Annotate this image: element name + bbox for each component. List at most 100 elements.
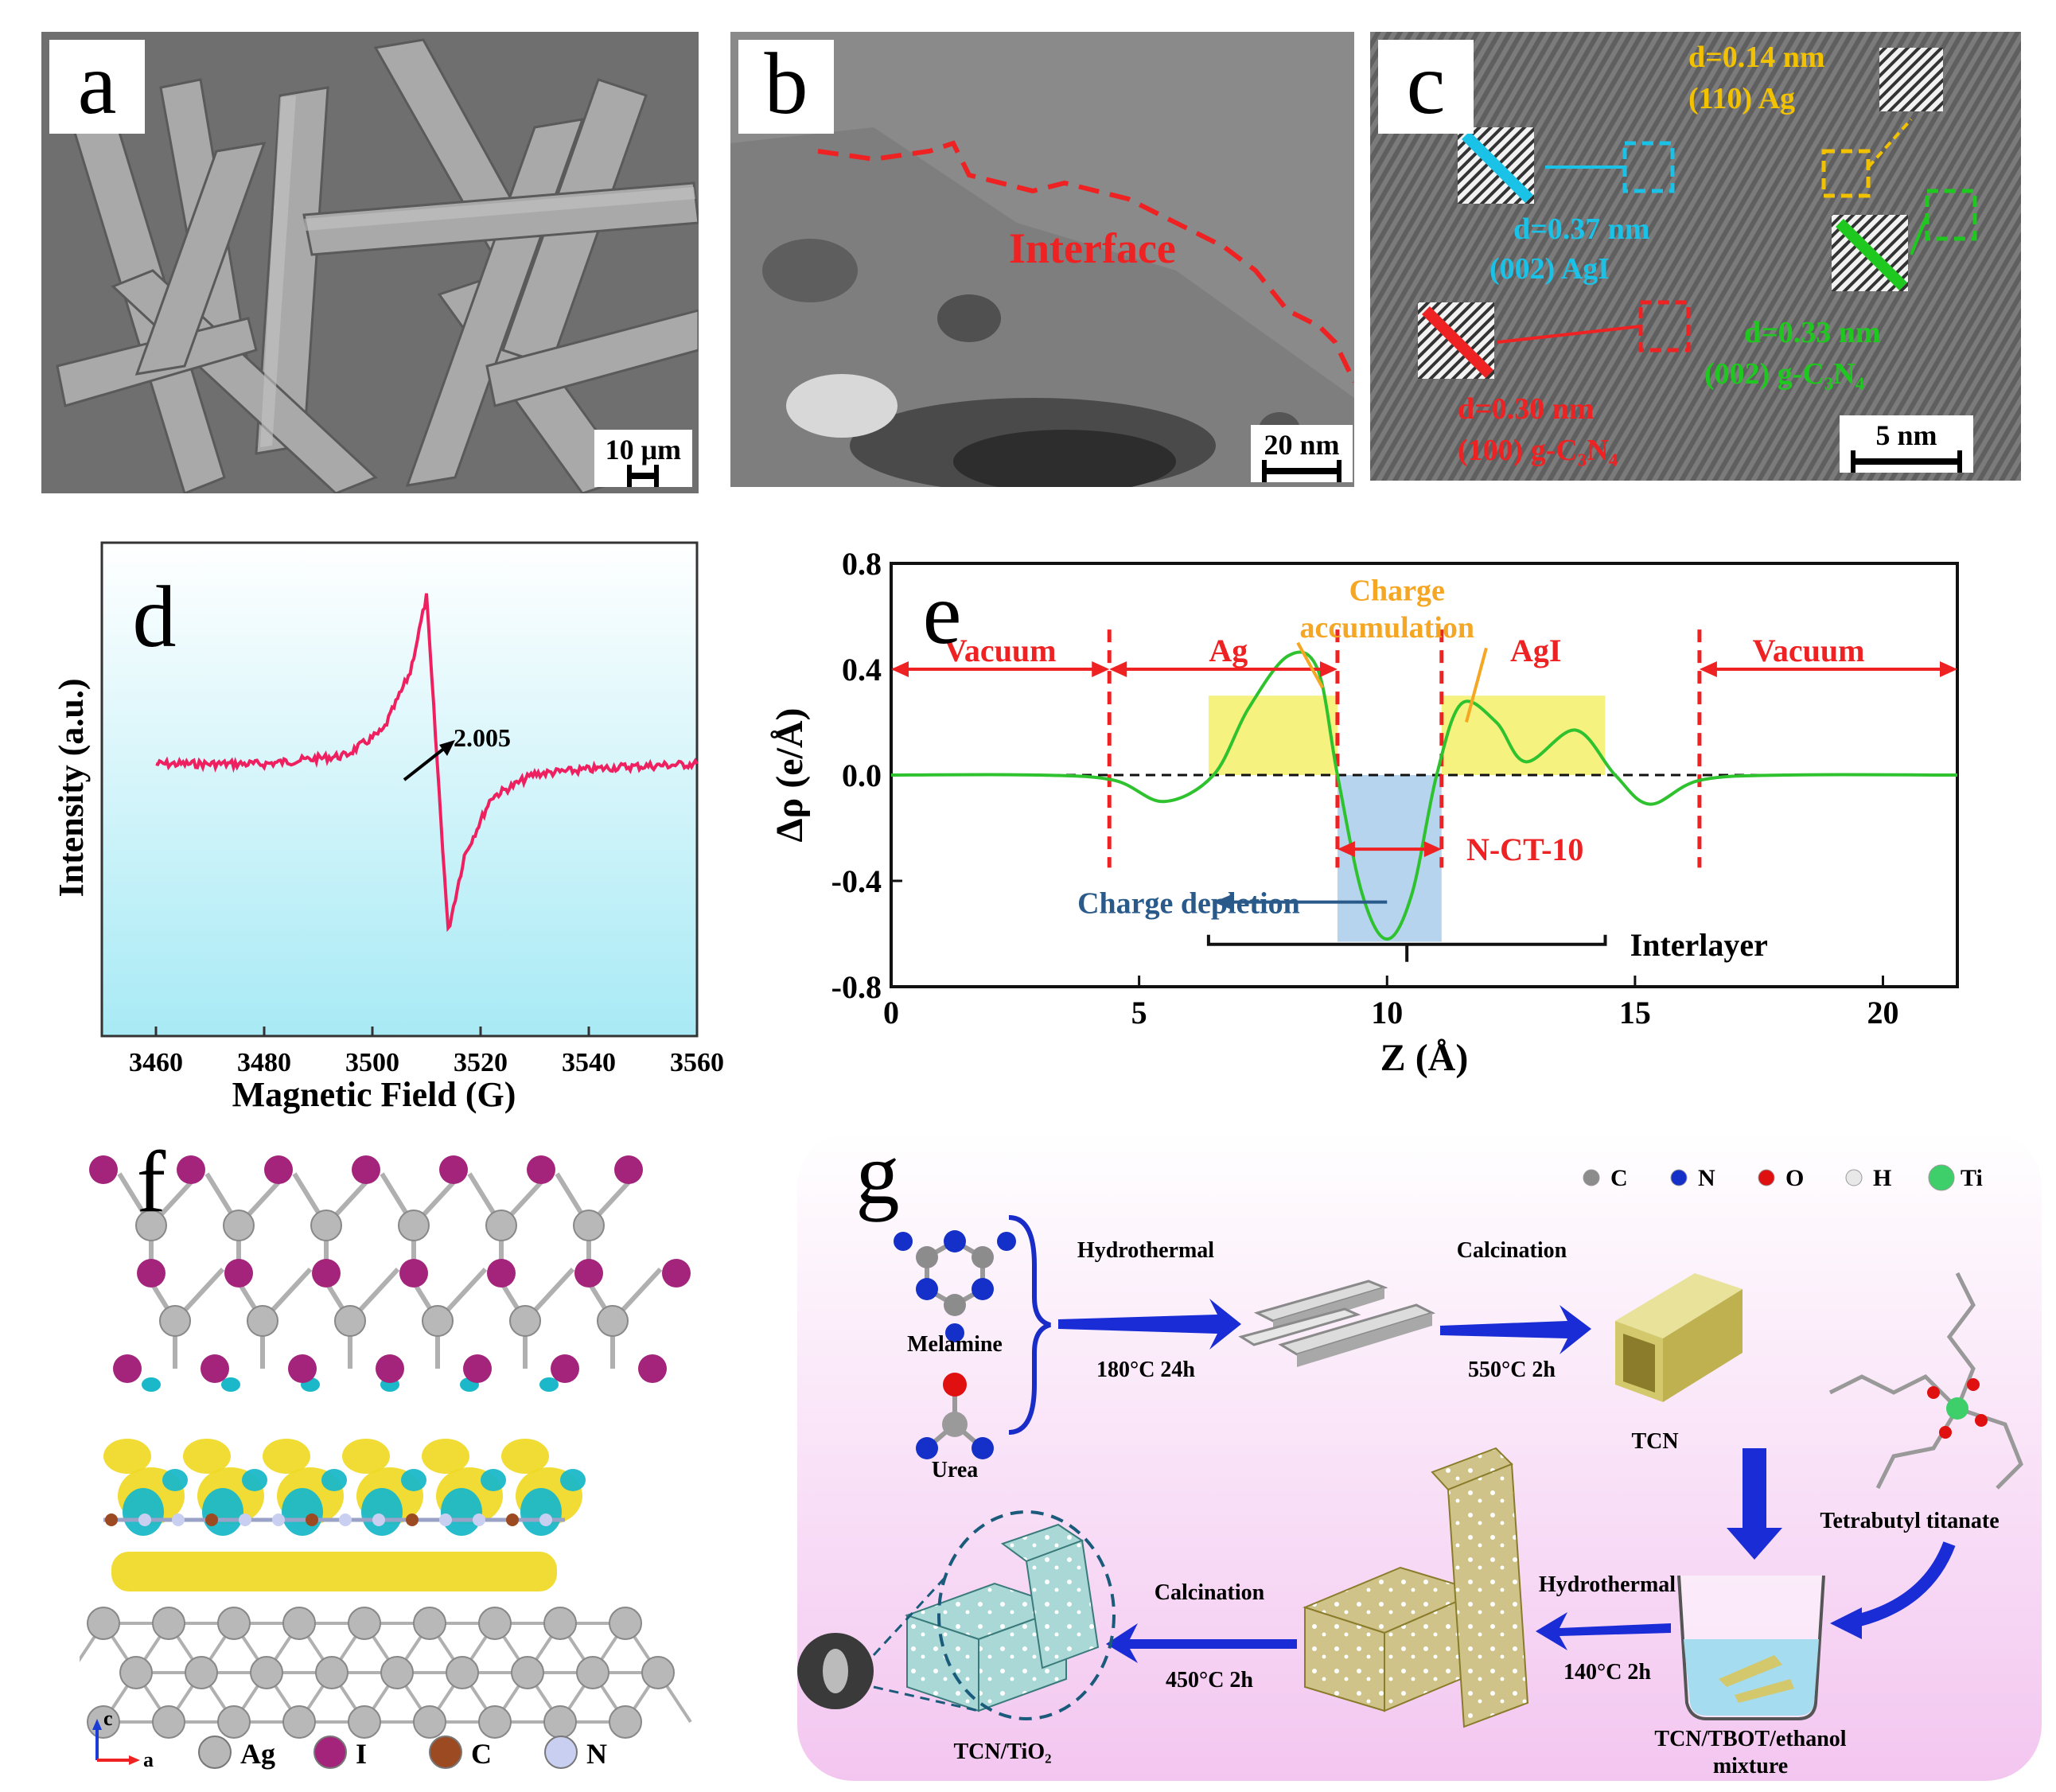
i-atom — [113, 1354, 142, 1383]
c-atom — [105, 1513, 118, 1526]
accumulation-arrow-agi — [1465, 647, 1488, 723]
scale-bar-text-c: 5 nm — [1875, 419, 1937, 451]
legend-atom-name: N — [586, 1738, 607, 1770]
axis-a-label: a — [143, 1748, 154, 1771]
ag-atom — [509, 1305, 541, 1337]
ag-atom — [543, 1607, 577, 1640]
ag-atom — [413, 1705, 446, 1739]
charge-y-tick-label: -0.4 — [831, 863, 882, 899]
ag-atom — [334, 1305, 366, 1337]
tcn-tio2-product — [797, 1510, 1116, 1720]
scale-bar-a: 10 μm — [594, 430, 692, 487]
arrow-calcination-2[interactable] — [1106, 1623, 1297, 1663]
lattice-d-gcn-100: d=0.30 nm — [1458, 392, 1595, 426]
i-atom — [574, 1259, 603, 1288]
i-atom — [352, 1155, 380, 1184]
legend-element-name: C — [1610, 1165, 1628, 1191]
scale-bar-c: 5 nm — [1840, 415, 1973, 473]
ag-atom — [348, 1705, 381, 1739]
charge-x-tick-label: 15 — [1619, 995, 1651, 1030]
n-atom — [473, 1513, 485, 1526]
legend-element-swatch — [1758, 1169, 1775, 1186]
i-atom — [89, 1155, 118, 1184]
step-cond-3: 140°C 2h — [1563, 1660, 1651, 1685]
i-atom — [551, 1354, 579, 1383]
ag-atom — [152, 1705, 185, 1739]
lattice-axes: c a — [92, 1707, 154, 1771]
region-label-vacuum-left: Vacuum — [944, 633, 1057, 668]
urea-label: Urea — [932, 1458, 979, 1482]
i-atom — [312, 1259, 341, 1288]
ag-atom — [348, 1607, 381, 1640]
ag-atom — [485, 1210, 517, 1241]
i-atom — [288, 1354, 317, 1383]
panel-label-g: g — [855, 1130, 900, 1222]
ag-atom — [478, 1705, 512, 1739]
ag-atom — [310, 1210, 342, 1241]
arrow-mix[interactable] — [1727, 1448, 1782, 1560]
i-atom — [487, 1259, 516, 1288]
i-atom — [376, 1354, 404, 1383]
i-atom — [264, 1155, 293, 1184]
legend-atom-swatch — [544, 1736, 578, 1769]
ag-atom — [119, 1656, 153, 1689]
charge-x-tick-label: 0 — [883, 995, 899, 1030]
hrtem-lattice-image: d=0.14 nm (110) Ag d=0.37 nm (002) AgI d… — [1370, 32, 2021, 481]
tbot-molecule — [1828, 1272, 2023, 1490]
legend-element-swatch — [1670, 1169, 1688, 1186]
i-atom — [201, 1354, 229, 1383]
ag-atom — [380, 1656, 414, 1689]
lattice-plane-agi: (002) AgI — [1489, 252, 1610, 286]
intermediate-rods — [1238, 1280, 1436, 1367]
step-cond-2: 550°C 2h — [1468, 1358, 1556, 1382]
region-label-ag: Ag — [1209, 633, 1248, 668]
mixture-label-2: mixture — [1713, 1754, 1788, 1778]
legend-atom-swatch — [198, 1736, 232, 1769]
epr-spectrum-line — [155, 593, 699, 933]
n-atom — [372, 1513, 385, 1526]
ag-atom — [422, 1305, 454, 1337]
lattice-plane-gcn-002: (002) g-C₃N₄ — [1704, 357, 1865, 391]
legend-element-name: N — [1698, 1165, 1715, 1191]
charge-y-tick-label: 0.0 — [842, 758, 882, 793]
scale-bar-b: 20 nm — [1251, 425, 1353, 482]
legend-element-name: H — [1873, 1165, 1891, 1191]
ag-atom — [511, 1656, 544, 1689]
epr-x-tick-label: 3480 — [237, 1048, 291, 1077]
panel-label-f: f — [136, 1138, 166, 1230]
arrow-tbot-add[interactable] — [1844, 1541, 1956, 1630]
melamine-molecule — [894, 1230, 1016, 1342]
step-cond-4: 450°C 2h — [1166, 1668, 1253, 1693]
charge-y-tick-label: 0.8 — [842, 546, 882, 582]
arrow-hydrothermal-2[interactable] — [1536, 1612, 1671, 1650]
ag-atom — [576, 1656, 609, 1689]
step-hydrothermal-2: Hydrothermal — [1539, 1572, 1676, 1597]
c-atom — [506, 1513, 519, 1526]
panel-c-hrtem-image: d=0.14 nm (110) Ag d=0.37 nm (002) AgI d… — [1370, 32, 2021, 481]
ag-atom — [478, 1607, 512, 1640]
arrow-calcination-1[interactable] — [1440, 1305, 1591, 1354]
lattice-plane-ag: (110) Ag — [1688, 82, 1795, 115]
epr-x-tick-label: 3520 — [454, 1048, 508, 1077]
ag-atom — [609, 1607, 642, 1640]
charge-x-axis-label: Z (Å) — [1380, 1037, 1469, 1079]
ag-atom — [413, 1607, 446, 1640]
legend-element-name: O — [1785, 1165, 1804, 1191]
step-calcination-1: Calcination — [1457, 1238, 1567, 1263]
i-atom — [614, 1155, 643, 1184]
ag-atom — [543, 1705, 577, 1739]
ag-atom — [217, 1607, 251, 1640]
panel-label-c: c — [1378, 40, 1474, 134]
panel-label-e: e — [922, 565, 962, 662]
charge-y-tick-label: 0.4 — [842, 652, 882, 688]
tio2-coated-tubes — [1303, 1447, 1529, 1728]
ag-atom — [159, 1305, 191, 1337]
epr-x-tick-label: 3500 — [345, 1048, 399, 1077]
arrow-hydrothermal-1[interactable] — [1058, 1299, 1241, 1350]
n-atom — [272, 1513, 285, 1526]
